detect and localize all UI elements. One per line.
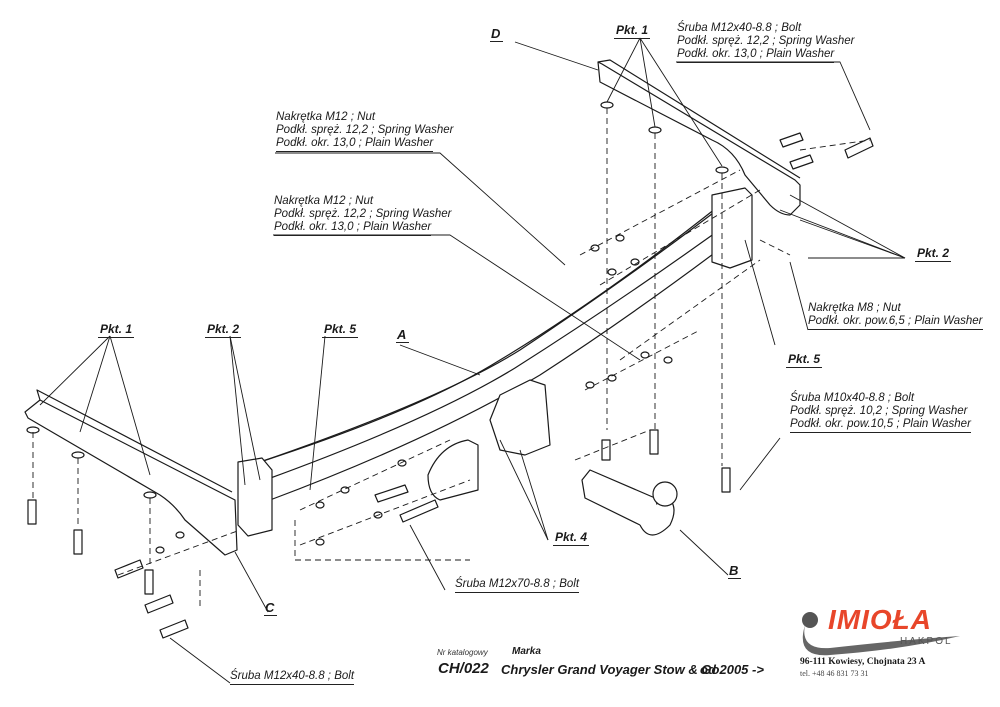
part-b-ball-hitch	[581, 469, 678, 536]
callout-nut-m12-lower: Nakrętka M12 ; Nut Podkł. spręż. 12,2 ; …	[274, 195, 452, 236]
callout-line: Nakrętka M8 ; Nut	[808, 302, 901, 314]
company-logo-text: IMIOŁA	[828, 604, 932, 635]
part-d-right-bracket	[597, 59, 801, 216]
callout-line: Nakrętka M12 ; Nut	[276, 111, 376, 123]
pkt-5-right-label: Pkt. 5	[786, 352, 823, 368]
callout-bolt-m10x40: Śruba M10x40-8.8 ; Bolt Podkł. spręż. 10…	[790, 392, 971, 433]
part-label-d: D	[490, 26, 504, 42]
callout-line: Śruba M12x70-8.8 ; Bolt	[455, 578, 580, 593]
brand-label: Marka	[512, 646, 541, 657]
catalog-number-label: Nr katalogowy	[437, 648, 488, 657]
callout-nut-m8: Nakrętka M8 ; Nut Podkł. okr. pow.6,5 ; …	[808, 302, 983, 330]
part-a-main-beam	[237, 187, 753, 537]
callout-line: Podkł. spręż. 12,2 ; Spring Washer	[276, 124, 454, 136]
fasteners	[26, 101, 874, 639]
callout-bolt-m12x40-top: Śruba M12x40-8.8 ; Bolt Podkł. spręż. 12…	[677, 22, 855, 63]
company-logo-subtitle: HAKPOL	[900, 636, 953, 647]
leader-lines	[39, 37, 906, 684]
callout-line: Podkł. okr. 13,0 ; Plain Washer	[276, 137, 434, 152]
pkt-1-top-label: Pkt. 1	[614, 23, 651, 39]
pkt-5-left-label: Pkt. 5	[322, 322, 359, 338]
callout-bolt-m12x70: Śruba M12x70-8.8 ; Bolt	[455, 578, 580, 593]
callout-line: Podkł. spręż. 12,2 ; Spring Washer	[274, 208, 452, 220]
callout-line: Podkł. spręż. 10,2 ; Spring Washer	[790, 405, 968, 417]
callout-line: Podkł. okr. pow.6,5 ; Plain Washer	[808, 315, 983, 330]
callout-line: Śruba M12x40-8.8 ; Bolt	[230, 670, 355, 685]
company-logo-graphic	[802, 612, 960, 656]
callout-line: Podkł. spręż. 12,2 ; Spring Washer	[677, 35, 855, 47]
company-phone: tel. +48 46 831 73 31	[800, 669, 869, 678]
pkt-4-label: Pkt. 4	[553, 530, 590, 546]
callout-nut-m12-upper: Nakrętka M12 ; Nut Podkł. spręż. 12,2 ; …	[276, 111, 454, 152]
pkt-2-left-label: Pkt. 2	[205, 322, 242, 338]
callout-line: Śruba M10x40-8.8 ; Bolt	[790, 392, 915, 404]
callout-line: Nakrętka M12 ; Nut	[274, 195, 374, 207]
callout-bolt-m12x40-bottom: Śruba M12x40-8.8 ; Bolt	[230, 670, 355, 685]
pkt-1-left-label: Pkt. 1	[98, 322, 135, 338]
callout-line: Podkł. okr. 13,0 ; Plain Washer	[274, 221, 432, 236]
part-label-a: A	[396, 327, 410, 343]
callout-line: Podkł. okr. pow.10,5 ; Plain Washer	[790, 418, 971, 433]
catalog-number: CH/022	[438, 660, 489, 677]
part-label-c: C	[264, 600, 278, 616]
vehicle-model: Chrysler Grand Voyager Stow & Go	[501, 662, 720, 677]
assembly-lines	[32, 108, 871, 610]
pkt-2-right-label: Pkt. 2	[915, 246, 952, 262]
electrical-socket-plate	[427, 439, 479, 501]
part-label-b: B	[728, 563, 742, 579]
callout-line: Podkł. okr. 13,0 ; Plain Washer	[677, 48, 835, 63]
company-address: 96-111 Kowiesy, Chojnata 23 A	[800, 657, 926, 667]
part-c-left-bracket	[24, 389, 238, 556]
model-year-since: od 2005 ->	[700, 662, 764, 677]
callout-line: Śruba M12x40-8.8 ; Bolt	[677, 22, 802, 34]
